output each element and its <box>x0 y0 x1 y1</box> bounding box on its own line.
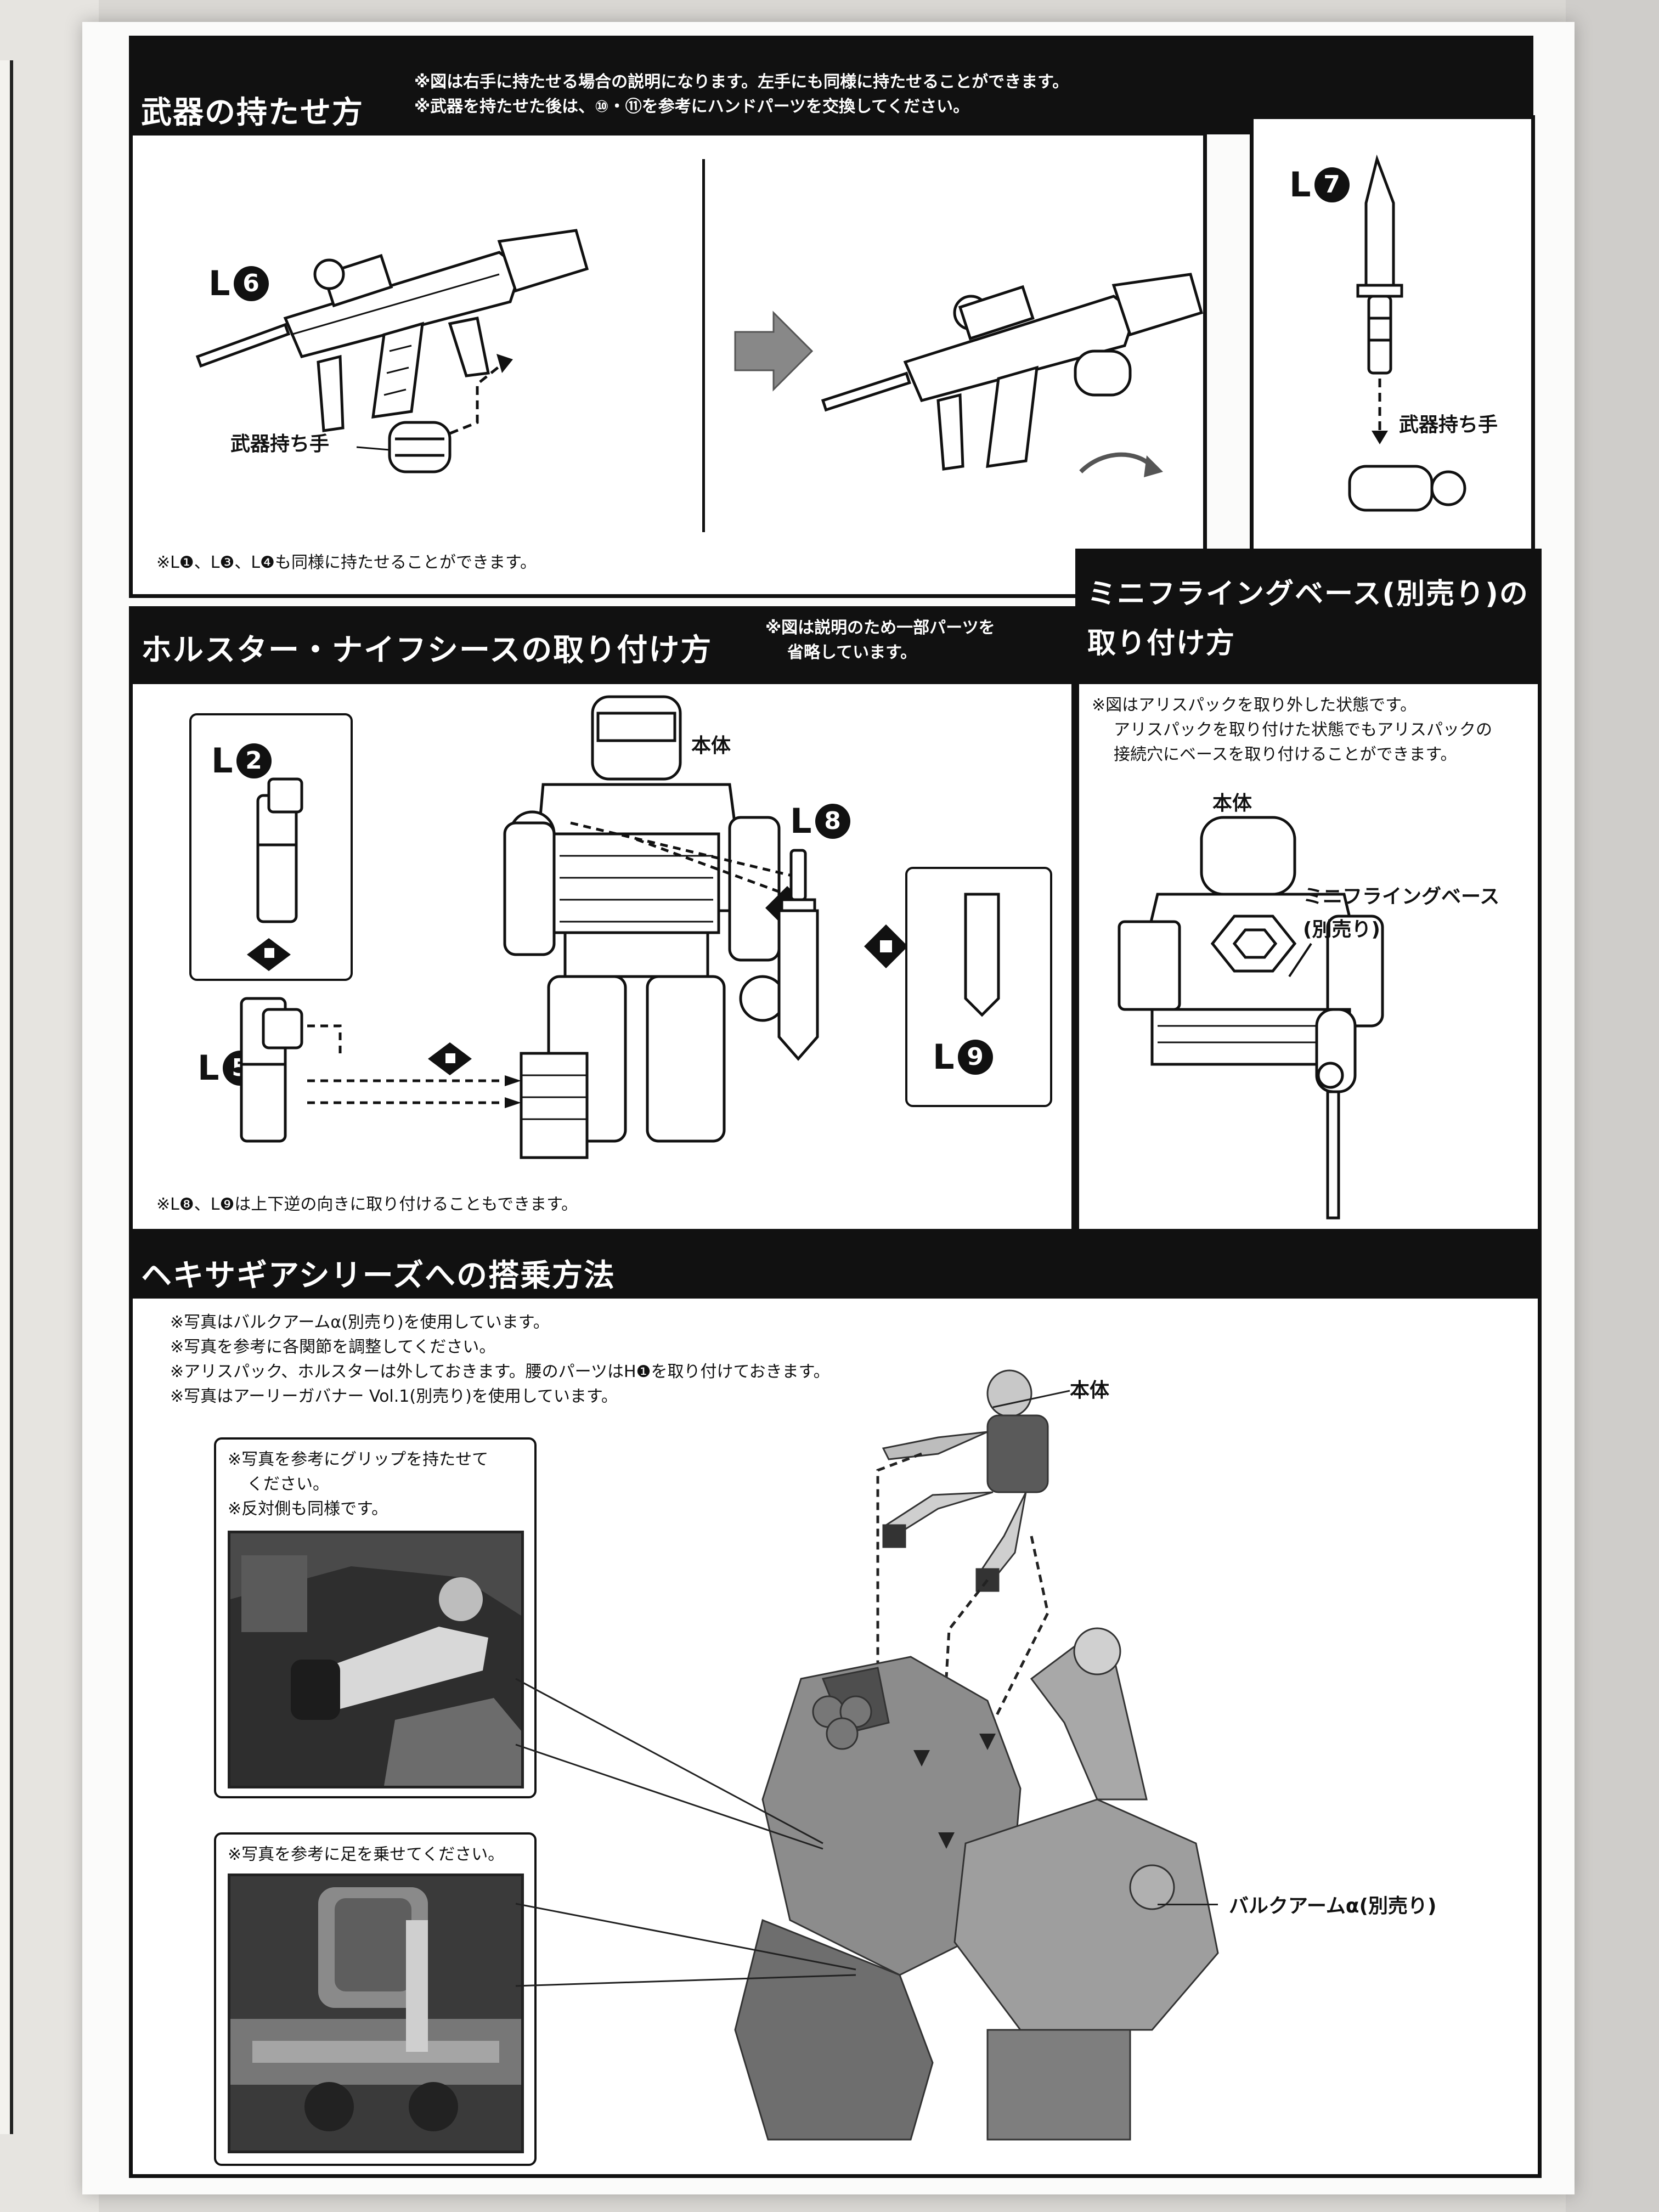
part-number: 8 <box>815 803 850 839</box>
part-l8-label: L 8 <box>790 801 850 841</box>
section3-note-2: アリスパックを取り付けた状態でもアリスパックの <box>1114 720 1492 740</box>
section1-title: 武器の持たせ方 <box>141 95 364 131</box>
attach-marker <box>864 924 908 968</box>
part-number: 9 <box>957 1039 993 1075</box>
body-label-3: 本体 <box>1070 1379 1110 1402</box>
section2-header: ホルスター・ナイフシースの取り付け方 ※図は説明のため一部パーツを 省略していま… <box>129 606 1075 683</box>
grip-photo <box>228 1531 524 1788</box>
step-arrow <box>734 311 814 392</box>
section1-note-2: ※武器を持たせた後は、⑩・⑪を参考にハンドパーツを交換してください。 <box>414 97 970 116</box>
section1-divider <box>702 159 705 532</box>
holster-l5-illustration <box>240 997 521 1143</box>
part-letter: L <box>211 741 233 781</box>
part-number: 2 <box>236 743 272 778</box>
base-label-1: ミニフライングベース <box>1303 885 1500 908</box>
section4-note-4: ※写真はアーリーガバナー Vol.1(別売り)を使用しています。 <box>170 1387 618 1406</box>
section1-footnote: ※L❶、L❸、L❹も同様に持たせることができます。 <box>156 553 537 572</box>
inset1-note-1: ※写真を参考にグリップを持たせて <box>228 1450 489 1469</box>
body-callout-line <box>992 1390 1070 1408</box>
callout-lines <box>515 1678 856 1987</box>
weapon-hand-illustration <box>356 354 513 473</box>
section4-note-3: ※アリスパック、ホルスターは外しておきます。腰のパーツはH❶を取り付けておきます… <box>170 1362 830 1381</box>
section4-title: ヘキサギアシリーズへの搭乗方法 <box>141 1258 616 1294</box>
part-letter: L <box>208 263 230 303</box>
section1-frame-right <box>1250 115 1535 598</box>
part-number: 7 <box>1314 167 1350 202</box>
weapon-hand-label: 武器持ち手 <box>230 433 330 455</box>
section2-title: ホルスター・ナイフシースの取り付け方 <box>141 633 713 668</box>
background-wall <box>1566 0 1659 2212</box>
inset2-note: ※写真を参考に足を乗せてください。 <box>228 1845 505 1864</box>
part-l7-label: L 7 <box>1289 165 1350 205</box>
body-label: 本体 <box>691 735 731 757</box>
section4-note-1: ※写真はバルクアームα(別売り)を使用しています。 <box>170 1313 550 1332</box>
section2-note-2: 省略しています。 <box>787 643 917 662</box>
section3-title-1: ミニフライングベース(別売り)の <box>1087 578 1529 611</box>
part-letter: L <box>198 1048 219 1088</box>
inset1-note-2: ください。 <box>247 1475 329 1494</box>
weapon-hand-label-2: 武器持ち手 <box>1399 414 1498 436</box>
body-figure-illustration <box>503 695 802 1159</box>
section1-note-1: ※図は右手に持たせる場合の説明になります。左手にも同様に持たせることができます。 <box>414 72 1069 92</box>
section2-footnote: ※L❽、L❾は上下逆の向きに取り付けることもできます。 <box>156 1195 578 1214</box>
part-letter: L <box>933 1037 955 1077</box>
body-label-2: 本体 <box>1212 792 1252 815</box>
section3-header: ミニフライングベース(別売り)の 取り付け方 <box>1075 549 1542 686</box>
part-letter: L <box>1289 165 1311 205</box>
part-number: 6 <box>233 266 269 301</box>
section4-note-2: ※写真を参考に各関節を調整してください。 <box>170 1338 496 1357</box>
part-letter: L <box>790 801 812 841</box>
rifle-illustration-1 <box>195 229 589 432</box>
foot-photo <box>228 1874 524 2153</box>
knife-illustration <box>1348 154 1466 512</box>
base-label-2: (別売り) <box>1303 918 1380 941</box>
section4-header: ヘキサギアシリーズへの搭乗方法 <box>129 1229 1542 1300</box>
part-l6-label: L 6 <box>208 263 269 303</box>
bulk-callout-line <box>1158 1904 1218 1905</box>
part-l2-label: L 2 <box>211 741 272 781</box>
holster-l2-illustration <box>247 777 303 971</box>
section3-note-3: 接続穴にベースを取り付けることができます。 <box>1114 745 1457 764</box>
inset1-note-3: ※反対側も同様です。 <box>228 1499 388 1519</box>
manual-page: 武器の持たせ方 ※図は右手に持たせる場合の説明になります。左手にも同様に持たせる… <box>82 22 1575 2194</box>
part-l9-label: L 9 <box>933 1037 993 1077</box>
section3-title-2: 取り付け方 <box>1087 627 1236 660</box>
section2-note-1: ※図は説明のため一部パーツを <box>765 618 995 637</box>
rifle-illustration-2 <box>821 273 1204 477</box>
section3-note-1: ※図はアリスパックを取り外した状態です。 <box>1092 696 1417 715</box>
mecha-photo <box>734 1369 1219 2141</box>
bulk-arm-label: バルクアームα(別売り) <box>1229 1895 1437 1917</box>
flying-base-illustration <box>1288 943 1357 1220</box>
knife-l8-illustration <box>777 849 819 1061</box>
sheath-l9-illustration <box>964 893 1000 1017</box>
left-page-edge <box>0 60 13 2134</box>
